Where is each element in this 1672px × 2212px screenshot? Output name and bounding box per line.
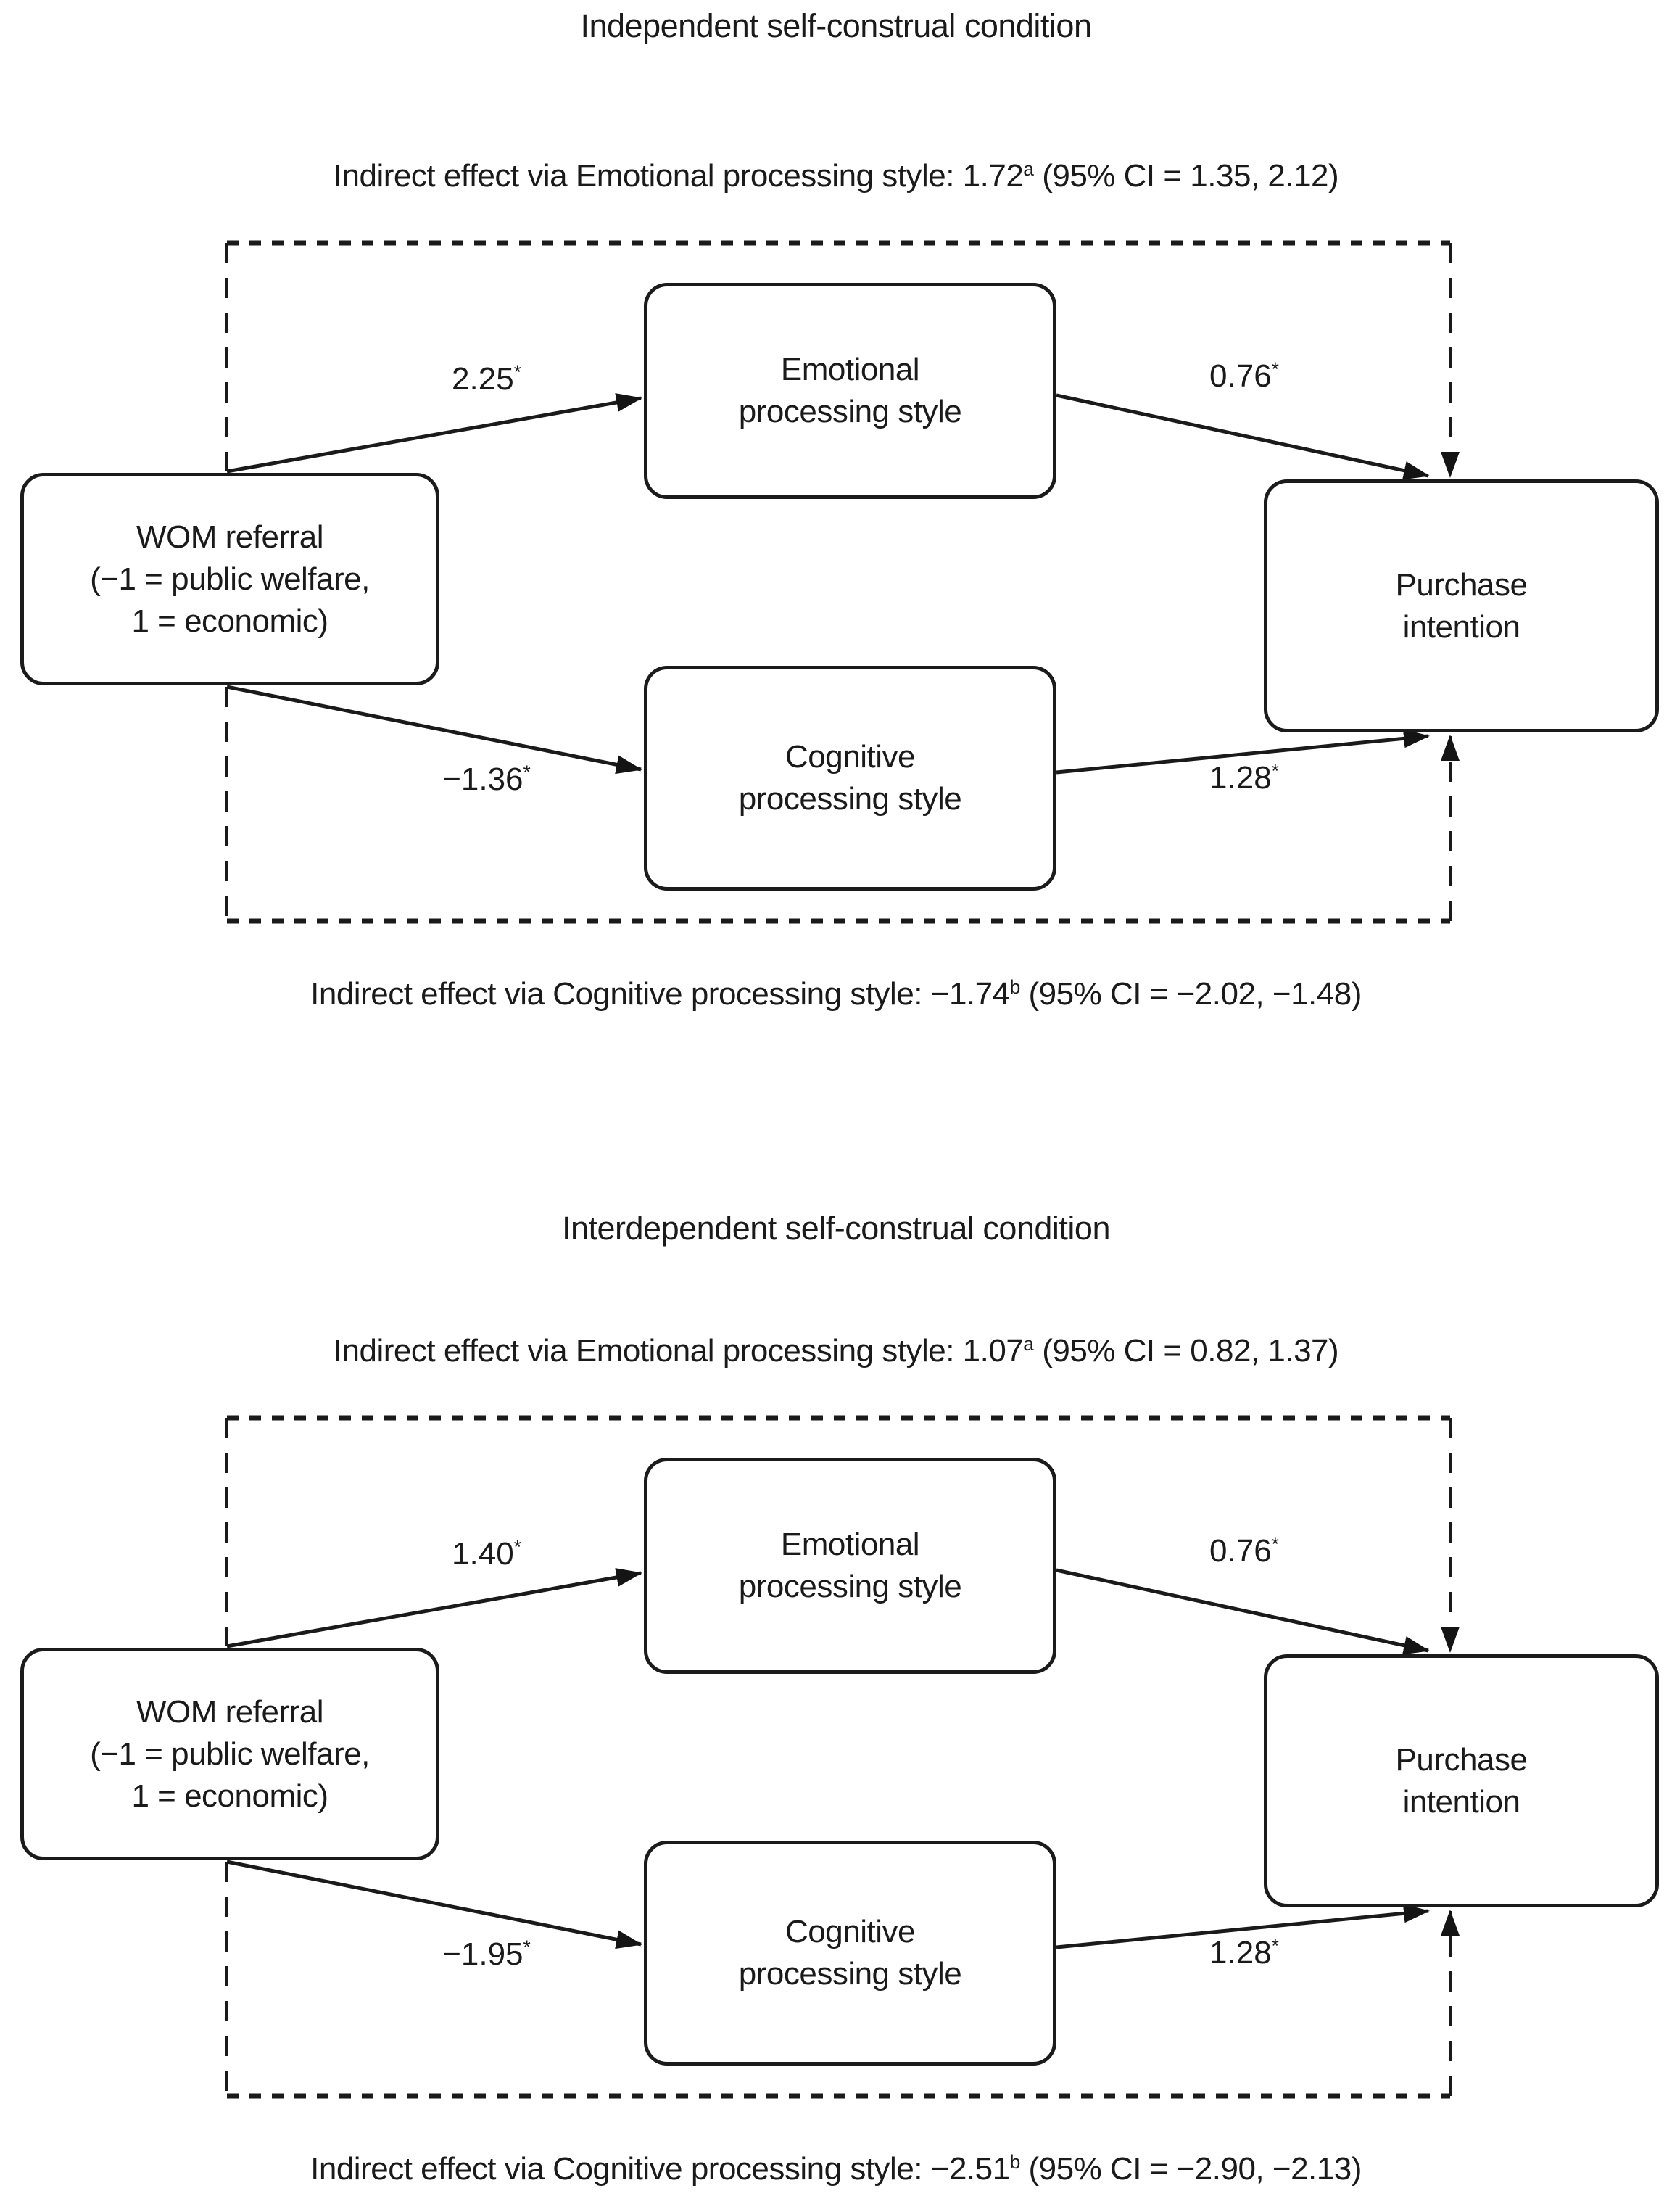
box-label-line: Emotional xyxy=(780,1527,920,1562)
arrow-wom-to-emotional xyxy=(226,1568,642,1648)
box-label-line: 1 = economic) xyxy=(131,603,328,639)
coefficient-wom-to-cognitive: −1.36* xyxy=(442,762,531,798)
coefficient-value: 0.76 xyxy=(1209,358,1272,394)
box-label-line: Emotional xyxy=(780,352,920,387)
box-label-line: (−1 = public welfare, xyxy=(90,561,370,597)
significance-star: * xyxy=(513,361,521,384)
caption-text: Indirect effect via Emotional processing… xyxy=(333,1333,1024,1369)
box-label-line: WOM referral xyxy=(136,1693,324,1730)
coefficient-value: −1.95 xyxy=(442,1936,523,1972)
arrow-emotional-to-purchase xyxy=(1056,393,1430,480)
coefficient-value: −1.36 xyxy=(442,762,523,797)
coefficient-cognitive-to-purchase: 1.28* xyxy=(1209,760,1279,796)
box-label-line: processing style xyxy=(738,394,962,429)
arrow-cognitive-to-purchase xyxy=(1056,729,1430,775)
significance-star: * xyxy=(1271,1935,1279,1957)
indirect-effect-emotional-caption: Indirect effect via Emotional processing… xyxy=(0,158,1672,194)
indirect-effect-cognitive-caption: Indirect effect via Cognitive processing… xyxy=(0,2151,1672,2187)
box-label-line: Purchase xyxy=(1395,1741,1528,1778)
emotional-processing-box: Emotional processing style xyxy=(644,1458,1056,1674)
indirect-effect-emotional-caption: Indirect effect via Emotional processing… xyxy=(0,1333,1672,1369)
mediation-arrows xyxy=(226,393,1430,775)
caption-text: Indirect effect via Cognitive processing… xyxy=(310,2151,1010,2187)
coefficient-value: 0.76 xyxy=(1209,1533,1272,1569)
direct-effect-dashed-path xyxy=(225,240,1460,924)
path-diagram-canvas xyxy=(225,240,1460,924)
arrow-wom-to-emotional xyxy=(226,393,642,474)
caption-text: (95% CI = −2.02, −1.48) xyxy=(1019,976,1362,1012)
caption-text: (95% CI = −2.90, −2.13) xyxy=(1019,2151,1362,2187)
mediation-arrows xyxy=(226,1568,1430,1949)
box-label-line: intention xyxy=(1402,608,1520,645)
box-label-line: processing style xyxy=(738,1956,962,1992)
coefficient-emotional-to-purchase: 0.76* xyxy=(1209,358,1279,395)
panel-title: Independent self-construal condition xyxy=(580,7,1093,44)
box-label-line: intention xyxy=(1402,1783,1520,1820)
significance-star: * xyxy=(1271,760,1279,783)
caption-text: Indirect effect via Emotional processing… xyxy=(333,158,1024,194)
coefficient-value: 2.25 xyxy=(452,361,514,397)
coefficient-emotional-to-purchase: 0.76* xyxy=(1209,1533,1279,1569)
arrow-wom-to-cognitive xyxy=(226,1860,642,1949)
emotional-processing-box: Emotional processing style xyxy=(644,283,1056,499)
caption-text: (95% CI = 0.82, 1.37) xyxy=(1033,1333,1339,1369)
panel-independent: Independent self-construal condition Ind… xyxy=(0,7,1672,1012)
coefficient-value: 1.28 xyxy=(1209,760,1272,796)
box-label-line: Cognitive xyxy=(785,1914,915,1949)
significance-star: * xyxy=(513,1536,521,1559)
box-label-line: processing style xyxy=(738,1569,962,1604)
caption-text: Indirect effect via Cognitive processing… xyxy=(310,976,1010,1012)
box-label-line: Purchase xyxy=(1395,566,1528,603)
wom-referral-box: WOM referral (−1 = public welfare, 1 = e… xyxy=(20,1648,439,1860)
box-label-line: WOM referral xyxy=(136,519,324,555)
cognitive-processing-box: Cognitive processing style xyxy=(644,666,1056,891)
caption-superscript: a xyxy=(1023,158,1034,181)
cognitive-processing-box: Cognitive processing style xyxy=(644,1841,1056,2066)
arrow-emotional-to-purchase xyxy=(1056,1568,1430,1655)
coefficient-wom-to-emotional: 1.40* xyxy=(452,1536,521,1572)
box-label-line: (−1 = public welfare, xyxy=(90,1736,370,1772)
arrow-cognitive-to-purchase xyxy=(1056,1904,1430,1949)
significance-star: * xyxy=(1271,1533,1279,1556)
arrow-wom-to-cognitive xyxy=(226,685,642,775)
significance-star: * xyxy=(1271,358,1279,381)
significance-star: * xyxy=(523,1936,531,1959)
wom-referral-box: WOM referral (−1 = public welfare, 1 = e… xyxy=(20,473,439,685)
coefficient-wom-to-cognitive: −1.95* xyxy=(442,1936,531,1973)
coefficient-wom-to-emotional: 2.25* xyxy=(452,361,521,397)
box-label-line: Cognitive xyxy=(785,739,915,775)
coefficient-value: 1.40 xyxy=(452,1536,514,1572)
panel-interdependent: Interdependent self-construal condition … xyxy=(0,1175,1672,2206)
path-diagram-canvas xyxy=(225,1415,1460,2099)
coefficient-value: 1.28 xyxy=(1209,1935,1272,1970)
coefficient-cognitive-to-purchase: 1.28* xyxy=(1209,1935,1279,1971)
significance-star: * xyxy=(523,762,531,784)
caption-superscript: a xyxy=(1023,1333,1034,1355)
purchase-intention-box: Purchase intention xyxy=(1264,479,1659,732)
purchase-intention-box: Purchase intention xyxy=(1264,1654,1659,1907)
direct-effect-dashed-path xyxy=(225,1415,1460,2099)
box-label-line: processing style xyxy=(738,781,962,817)
caption-superscript: b xyxy=(1009,976,1021,999)
indirect-effect-cognitive-caption: Indirect effect via Cognitive processing… xyxy=(0,976,1672,1012)
caption-text: (95% CI = 1.35, 2.12) xyxy=(1033,158,1339,194)
box-label-line: 1 = economic) xyxy=(131,1778,328,1814)
panel-title: Interdependent self-construal condition xyxy=(561,1210,1111,1247)
caption-superscript: b xyxy=(1009,2151,1021,2174)
